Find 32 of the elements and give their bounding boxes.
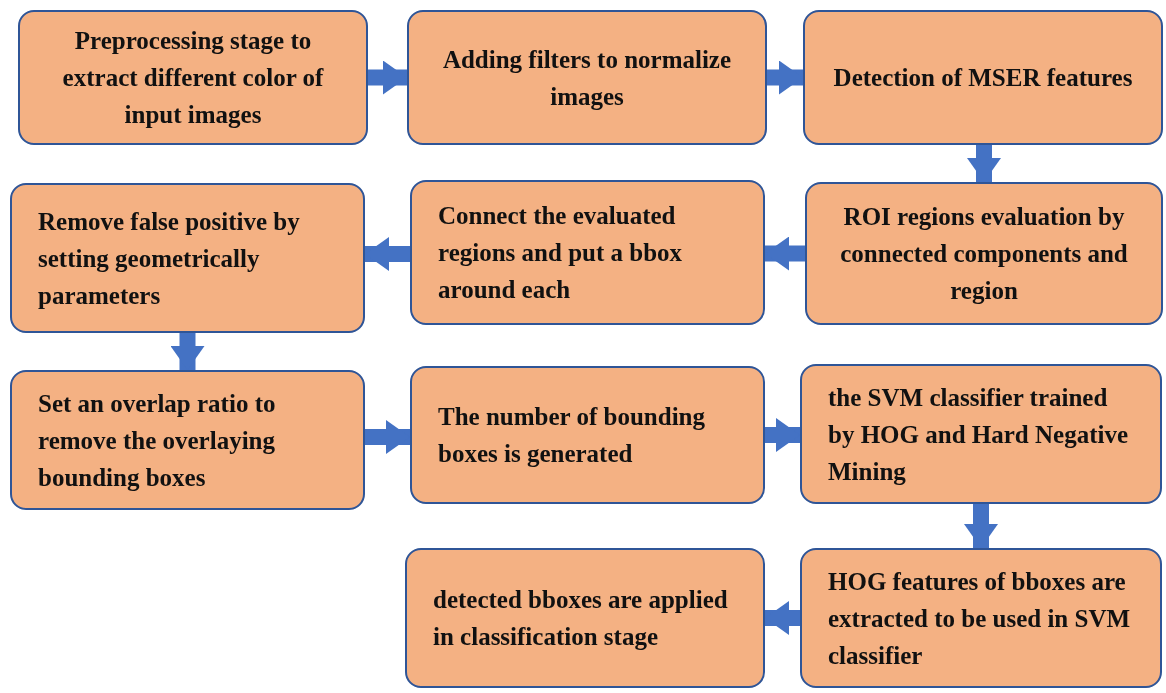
step-text: Connect the evaluated regions and put a bbox around each bbox=[438, 201, 684, 305]
step-text: Preprocessing stage to extract different color of input images bbox=[61, 26, 325, 130]
step-text: Adding filters to normalize images bbox=[441, 44, 733, 112]
process-box bbox=[407, 10, 767, 145]
block-arrow bbox=[964, 504, 998, 548]
block-arrow bbox=[765, 601, 800, 635]
step-text: ROI regions evaluation by connected components and region bbox=[839, 202, 1129, 306]
step-text: the SVM classifier trained by HOG and Hard Negative Mining bbox=[828, 382, 1129, 487]
process-box bbox=[800, 364, 1162, 504]
block-arrow bbox=[765, 418, 800, 452]
step-text: Set an overlap ratio to remove the overlaying bounding boxes bbox=[38, 388, 277, 493]
process-box bbox=[803, 10, 1163, 145]
block-arrow bbox=[368, 60, 407, 95]
block-arrow bbox=[365, 420, 410, 454]
block-arrow bbox=[967, 145, 1001, 182]
process-box bbox=[800, 548, 1162, 688]
step-text: detected bboxes are applied in classification stage bbox=[433, 585, 729, 652]
process-box bbox=[405, 548, 765, 688]
process-box bbox=[18, 10, 368, 145]
process-box bbox=[10, 370, 365, 510]
block-arrow bbox=[170, 333, 205, 370]
process-box bbox=[410, 180, 765, 325]
step-text: Detection of MSER features bbox=[833, 63, 1133, 93]
step-text: Remove false positive by setting geometrically parameters bbox=[38, 206, 301, 311]
block-arrow bbox=[365, 237, 410, 271]
process-box bbox=[10, 183, 365, 333]
block-arrow bbox=[767, 60, 803, 95]
process-box bbox=[805, 182, 1163, 325]
step-text: HOG features of bboxes are extracted to be used in SVM classifier bbox=[828, 566, 1132, 671]
step-text: The number of bounding boxes is generated bbox=[438, 402, 706, 469]
process-box bbox=[410, 366, 765, 504]
block-arrow bbox=[765, 236, 805, 271]
